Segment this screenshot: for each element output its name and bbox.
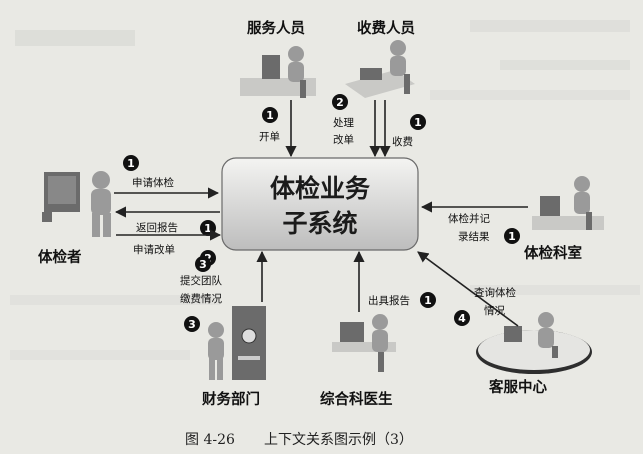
actor-label-exam-department: 体检科室	[524, 244, 582, 262]
step-badge: 4	[454, 310, 470, 326]
flow-record-result: 体检并记 录结果 1	[420, 201, 528, 244]
svg-text:1: 1	[414, 116, 422, 129]
subsystem-box: 体检业务 子系统	[221, 157, 419, 251]
actor-label-general-doctor: 综合科医生	[320, 390, 393, 408]
flow-label-apply-exam: 申请体检	[132, 176, 174, 189]
actor-general-doctor: 综合科医生	[320, 314, 396, 408]
svg-text:1: 1	[204, 222, 212, 235]
flow-label-apply-change: 申请改单	[133, 243, 175, 256]
flow-team-payment: 提交团队 缴费情况 3 3	[180, 250, 268, 332]
actor-label-customer-service: 客服中心	[488, 378, 547, 396]
actor-customer-service: 客服中心	[476, 312, 592, 396]
flow-label-return-report: 返回报告	[136, 221, 178, 234]
caption-figure-number: 图 4-26	[185, 432, 235, 448]
svg-text:1: 1	[508, 230, 516, 243]
step-badge: 1	[200, 220, 216, 236]
service-staff-icon	[240, 46, 316, 98]
actor-label-finance-department: 财务部门	[202, 390, 260, 408]
step-badge-secondary: 3	[184, 316, 200, 332]
flow-query-exam: 查询体检 情况 4	[417, 251, 519, 327]
step-badge: 1	[420, 292, 436, 308]
actor-cashier: 收费人员	[345, 19, 415, 98]
flow-label-issue-report: 出具报告	[368, 294, 410, 307]
general-doctor-icon	[332, 314, 396, 372]
step-badge: 1	[504, 228, 520, 244]
actor-finance-department: 财务部门	[202, 306, 266, 408]
actor-examinee: 体检者	[38, 171, 111, 266]
bleed-through-background	[10, 20, 640, 360]
step-badge: 2	[332, 94, 348, 110]
flow-label-handle-change-2: 改单	[333, 133, 354, 146]
subsystem-title-line2: 子系统	[282, 209, 357, 238]
actor-exam-department: 体检科室	[524, 176, 604, 262]
svg-text:4: 4	[458, 312, 466, 325]
svg-text:1: 1	[127, 157, 135, 170]
flow-apply-exam: 1 申请体检	[114, 155, 220, 199]
flow-label-team-payment-1: 提交团队	[180, 274, 222, 287]
flow-return-report: 1 返回报告	[114, 206, 220, 236]
subsystem-title-line1: 体检业务	[270, 174, 370, 203]
actor-service-staff: 服务人员	[240, 19, 316, 98]
actor-label-service-staff: 服务人员	[247, 19, 305, 37]
flow-label-team-payment-2: 缴费情况	[180, 292, 222, 305]
step-badge: 1	[262, 107, 278, 123]
flow-label-handle-change-1: 处理	[333, 117, 354, 129]
svg-text:3: 3	[188, 318, 196, 331]
step-badge: 1	[123, 155, 139, 171]
svg-text:3: 3	[199, 258, 207, 271]
examinee-icon	[42, 171, 111, 237]
flow-label-record-result-1: 体检并记	[448, 212, 490, 225]
flow-label-query-exam-2: 情况	[484, 304, 505, 317]
svg-text:1: 1	[266, 109, 274, 122]
flow-open-order: 1 开单	[259, 100, 297, 158]
flow-handle-change: 2 处理 改单	[332, 94, 381, 158]
finance-department-icon	[208, 306, 266, 380]
flow-charge: 1 收费	[379, 100, 426, 158]
flow-issue-report: 出具报告 1	[353, 250, 436, 312]
cashier-icon	[345, 40, 415, 98]
actor-label-cashier: 收费人员	[357, 19, 415, 37]
figure-caption: 图 4-26 上下文关系图示例（3）	[185, 432, 413, 448]
step-badge: 1	[410, 114, 426, 130]
step-badge: 3	[195, 256, 211, 272]
exam-department-icon	[532, 176, 604, 230]
actor-label-examinee: 体检者	[38, 248, 82, 266]
caption-title: 上下文关系图示例（3）	[264, 432, 413, 448]
customer-service-icon	[476, 312, 592, 374]
flow-label-record-result-2: 录结果	[458, 230, 490, 243]
svg-text:1: 1	[424, 294, 432, 307]
flow-label-charge: 收费	[392, 135, 413, 148]
flow-label-query-exam-1: 查询体检	[474, 286, 516, 299]
flow-label-open-order: 开单	[259, 131, 280, 143]
svg-text:2: 2	[336, 96, 344, 109]
